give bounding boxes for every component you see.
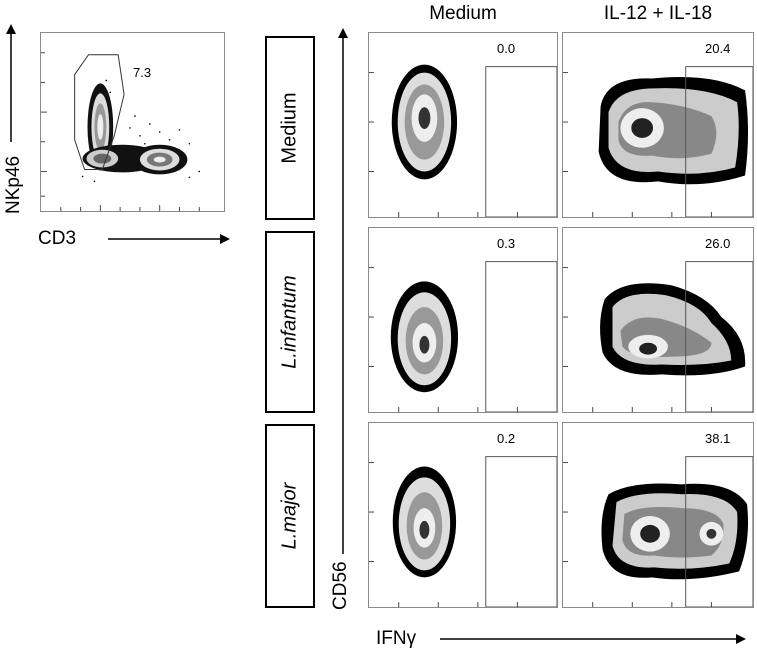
x-ticks [592, 212, 712, 217]
y-ticks [563, 72, 568, 172]
x-ticks [592, 602, 712, 607]
grid-x-axis-label: IFNγ [376, 628, 417, 649]
ifng-gate [685, 456, 753, 607]
gate-value-medium-il12-il18: 20.4 [705, 41, 731, 56]
gate-value-l-major-il12-il18: 38.1 [705, 431, 731, 446]
y-ticks [563, 462, 568, 562]
gating-x-axis-arrow [108, 234, 230, 244]
gating-gate-value: 7.3 [133, 65, 152, 80]
gating-plot-density [41, 52, 201, 211]
grid-y-axis-arrow [338, 28, 348, 554]
grid-x-axis-arrow [440, 634, 746, 644]
gating-y-ticks [41, 52, 47, 197]
ifng-gate [485, 66, 557, 217]
plot-l-major-medium: 0.2 [368, 422, 558, 608]
gating-plot: 7.3 [40, 32, 225, 212]
plot-l-infantum-medium: 0.3 [368, 227, 558, 413]
nk-gate [74, 54, 125, 170]
gating-y-axis-label: NKp46 [3, 155, 24, 214]
gate-value-medium-medium: 0.0 [497, 41, 516, 56]
gate-value-l-major-medium: 0.2 [497, 431, 516, 446]
y-ticks [369, 72, 374, 172]
gating-y-axis-arrow [6, 24, 16, 142]
x-ticks [398, 602, 518, 607]
column-title-medium: Medium [429, 3, 497, 24]
gating-x-ticks [60, 205, 200, 211]
density-l-major-medium [369, 456, 557, 607]
x-ticks [398, 407, 518, 412]
plot-medium-medium: 0.0 [368, 32, 558, 218]
density-l-major-il12-il18 [563, 456, 753, 607]
density-l-infantum-medium [369, 261, 557, 412]
plot-l-infantum-il12-il18: 26.0 [562, 227, 754, 413]
x-ticks [398, 212, 518, 217]
row-label-l-infantum: L.infantum [278, 275, 301, 369]
row-label-medium: Medium [278, 92, 301, 164]
row-label-box-l-infantum: L.infantum [265, 231, 315, 413]
density-medium-medium [369, 64, 557, 217]
grid-y-axis-label: CD56 [330, 561, 351, 610]
ifng-gate [485, 261, 557, 412]
plot-l-major-il12-il18: 38.1 [562, 422, 754, 608]
y-ticks [369, 462, 374, 562]
row-label-box-medium: Medium [265, 36, 315, 220]
row-label-box-l-major: L.major [265, 424, 315, 608]
ifng-gate [485, 456, 557, 607]
row-label-l-major: L.major [278, 482, 301, 550]
gating-scatter-dots [81, 79, 201, 183]
ifng-gate [685, 66, 753, 217]
gate-value-l-infantum-il12-il18: 26.0 [705, 236, 731, 251]
x-ticks [592, 407, 712, 412]
density-medium-il12-il18 [563, 66, 753, 217]
density-l-infantum-il12-il18 [563, 261, 753, 412]
y-ticks [563, 267, 568, 367]
gate-value-l-infantum-medium: 0.3 [497, 236, 516, 251]
plot-medium-il12-il18: 20.4 [562, 32, 754, 218]
gating-x-axis-label: CD3 [38, 228, 77, 249]
y-ticks [369, 267, 374, 367]
ifng-gate [685, 261, 753, 412]
gating-density-cloud [82, 83, 188, 175]
column-title-il12-il18: IL-12 + IL-18 [603, 3, 713, 24]
